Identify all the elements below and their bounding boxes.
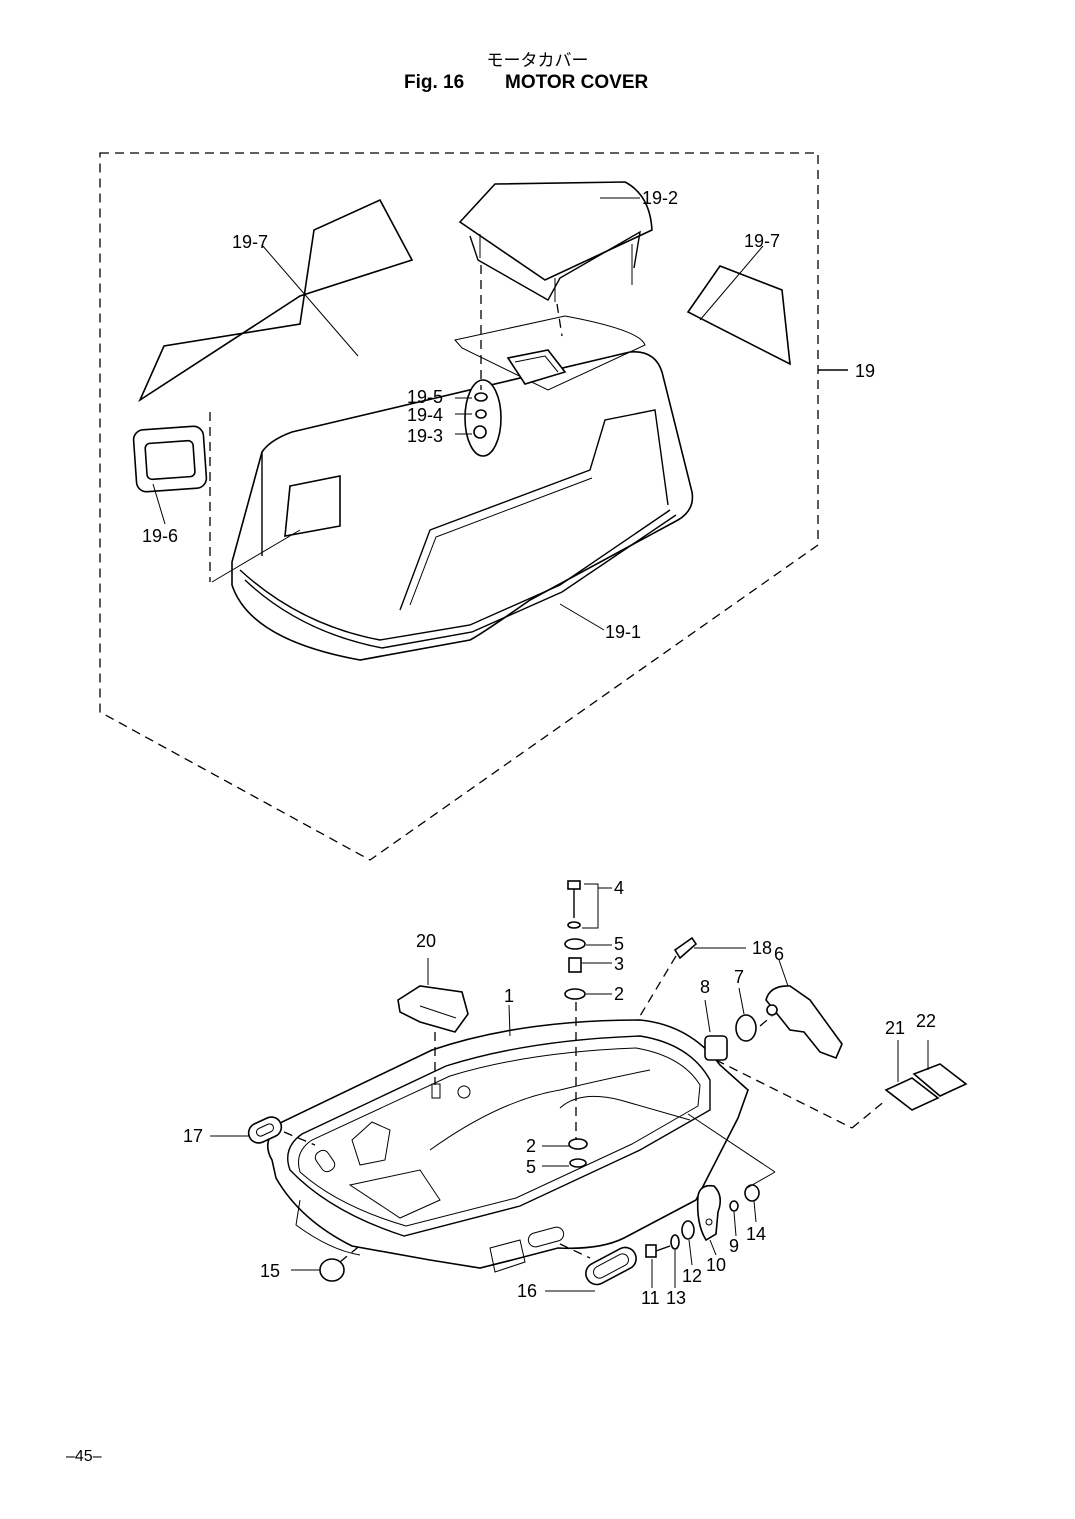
- window-trim-19-6: [132, 425, 208, 493]
- callout-10: 10: [706, 1255, 726, 1275]
- lid-19-2: [458, 181, 653, 302]
- callout-14: 14: [746, 1224, 766, 1244]
- callout-21: 21: [885, 1018, 905, 1038]
- callout-9: 9: [729, 1236, 739, 1256]
- callout-3: 3: [614, 954, 624, 974]
- callout-19-6: 19-6: [142, 526, 178, 546]
- callout-19-4: 19-4: [407, 405, 443, 425]
- label-22: [912, 1063, 968, 1097]
- callout-11: 11: [641, 1288, 660, 1308]
- collar-8: [704, 1035, 728, 1061]
- callout-2-bottom: 2: [526, 1136, 536, 1156]
- callout-18: 18: [752, 938, 772, 958]
- callout-7: 7: [734, 967, 744, 987]
- decal-19-7-left: [138, 198, 414, 403]
- callout-19-7-right: 19-7: [744, 231, 780, 251]
- callout-19-1: 19-1: [605, 622, 641, 642]
- label-21: [884, 1077, 940, 1111]
- callout-5-top: 5: [614, 934, 624, 954]
- callout-22: 22: [916, 1011, 936, 1031]
- callout-19-7-left: 19-7: [232, 232, 268, 252]
- bushing-7: [735, 1014, 757, 1042]
- callout-19-5: 19-5: [407, 387, 443, 407]
- callout-4: 4: [614, 878, 624, 898]
- callout-19: 19: [855, 361, 875, 381]
- callout-5-bottom: 5: [526, 1157, 536, 1177]
- callout-2-top: 2: [614, 984, 624, 1004]
- figure-number: Fig. 16: [404, 72, 465, 93]
- callout-16: 16: [517, 1281, 537, 1301]
- callout-19-3: 19-3: [407, 426, 443, 446]
- title-japanese: モータカバー: [486, 51, 589, 71]
- page-number: –45–: [66, 1448, 102, 1465]
- callout-19-2: 19-2: [642, 188, 678, 208]
- grommet-16: [585, 1246, 637, 1286]
- callout-12: 12: [682, 1266, 702, 1286]
- callout-8: 8: [700, 977, 710, 997]
- callout-20: 20: [416, 931, 436, 951]
- callout-13: 13: [666, 1288, 686, 1308]
- part-20: [397, 985, 469, 1033]
- callout-15: 15: [260, 1261, 280, 1281]
- callout-1: 1: [504, 986, 514, 1006]
- part-18: [639, 936, 698, 1017]
- decal-19-7-right: [686, 265, 791, 366]
- callout-17: 17: [183, 1126, 203, 1146]
- callout-6: 6: [774, 944, 784, 964]
- grommet-17: [247, 1116, 283, 1144]
- bottom-cowl-1: [266, 1019, 749, 1273]
- top-cover-19-1: [231, 315, 694, 661]
- lever-6: [765, 985, 843, 1060]
- bolt-stack-4-5-3-2: [564, 880, 588, 1168]
- assembly-19-dashed-boundary: [99, 152, 819, 861]
- figure-title: MOTOR COVER: [505, 72, 649, 93]
- hardware-11-13-12-10-9-14: [645, 1184, 760, 1258]
